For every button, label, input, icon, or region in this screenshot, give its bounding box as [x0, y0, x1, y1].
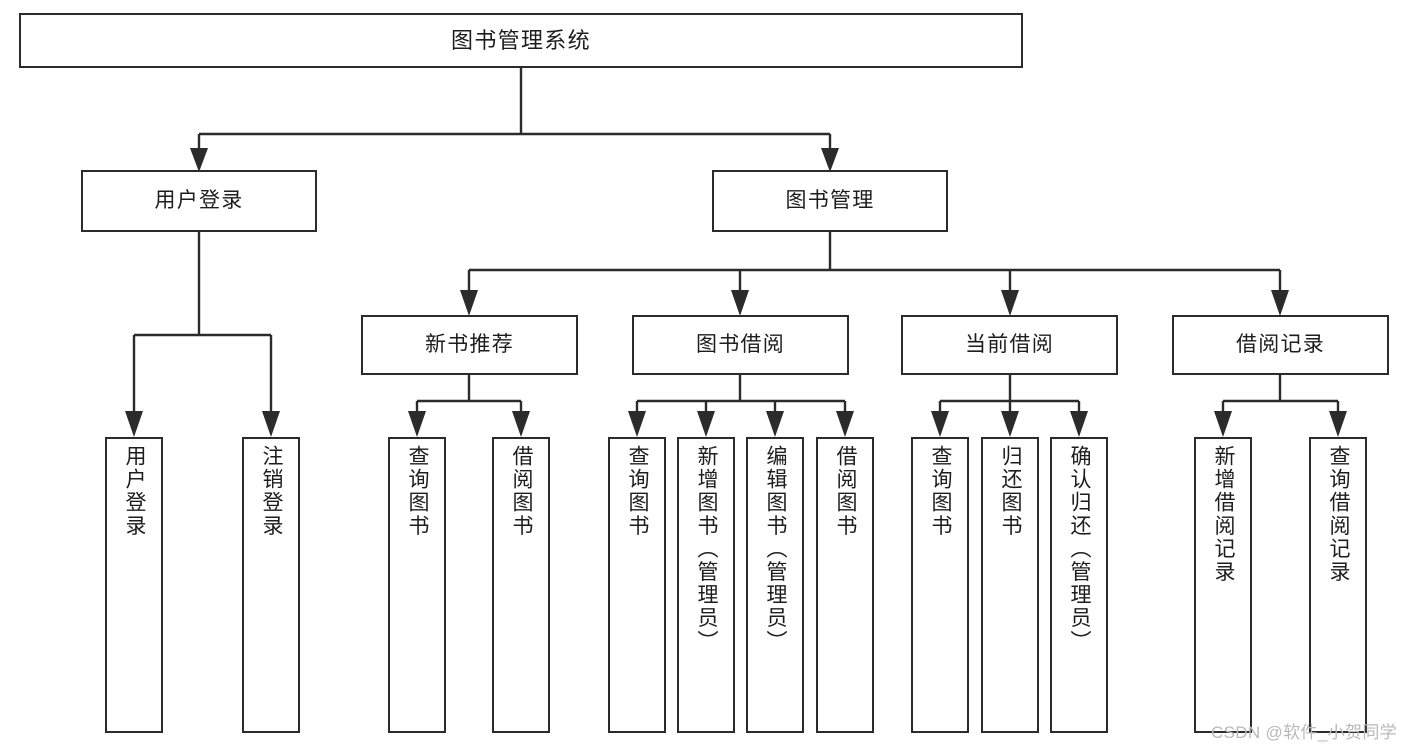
arrowhead-currentborrow-leaf-1 — [931, 411, 949, 437]
arrowhead-bookborrow-leaf-4 — [836, 411, 854, 437]
arrowhead-userlogin-leaf-1 — [125, 411, 143, 437]
node-leaf-query-borrow-record[interactable]: 查询借阅记录 — [1309, 437, 1367, 733]
arrowhead-bookborrow-leaf-2 — [697, 411, 715, 437]
node-label: 查询图书 — [406, 445, 430, 538]
node-label: 确认归还（管理员） — [1068, 445, 1092, 653]
node-label: 借阅图书 — [510, 445, 534, 538]
node-current-borrowing[interactable]: 当前借阅 — [901, 315, 1118, 375]
node-book-borrowing[interactable]: 图书借阅 — [632, 315, 849, 375]
arrowhead-currentborrow-leaf-2 — [1001, 411, 1019, 437]
node-leaf-query-book-borrow[interactable]: 查询图书 — [608, 437, 666, 733]
node-leaf-query-book-current[interactable]: 查询图书 — [911, 437, 969, 733]
arrowhead-currentborrow — [1001, 290, 1019, 316]
arrowhead-bookborrow — [731, 290, 749, 316]
node-borrowing-record[interactable]: 借阅记录 — [1172, 315, 1389, 375]
node-label: 查询图书 — [929, 445, 953, 538]
node-label: 新增借阅记录 — [1212, 445, 1236, 584]
node-new-book-recommendation[interactable]: 新书推荐 — [361, 315, 578, 375]
node-leaf-borrow-book[interactable]: 借阅图书 — [816, 437, 874, 733]
node-label: 编辑图书（管理员） — [764, 445, 788, 653]
node-leaf-add-book-admin[interactable]: 新增图书（管理员） — [677, 437, 735, 733]
node-label: 归还图书 — [999, 445, 1023, 538]
arrowhead-userlogin-leaf-2 — [262, 411, 280, 437]
node-label: 查询借阅记录 — [1327, 445, 1351, 584]
node-leaf-add-borrow-record[interactable]: 新增借阅记录 — [1194, 437, 1252, 733]
node-label: 图书管理系统 — [451, 27, 591, 53]
node-root-book-management-system[interactable]: 图书管理系统 — [19, 13, 1023, 68]
node-label: 注销登录 — [260, 445, 284, 538]
node-leaf-return-book[interactable]: 归还图书 — [981, 437, 1039, 733]
arrowhead-bookborrow-leaf-1 — [628, 411, 646, 437]
node-leaf-query-book-newbook[interactable]: 查询图书 — [388, 437, 446, 733]
arrowhead-newbook-leaf-2 — [512, 411, 530, 437]
node-leaf-logout[interactable]: 注销登录 — [242, 437, 300, 733]
arrowhead-borrowrecord-leaf-2 — [1329, 411, 1347, 437]
node-label: 借阅图书 — [834, 445, 858, 538]
arrowhead-borrowrecord-leaf-1 — [1214, 411, 1232, 437]
node-label: 图书借阅 — [695, 332, 786, 356]
watermark-text: CSDN @软件_小贺同学 — [1210, 723, 1397, 742]
node-label: 新书推荐 — [424, 332, 515, 356]
node-label: 借阅记录 — [1235, 332, 1326, 356]
arrowhead-currentborrow-leaf-3 — [1070, 411, 1088, 437]
node-leaf-user-login[interactable]: 用户登录 — [105, 437, 163, 733]
node-label: 新增图书（管理员） — [695, 445, 719, 653]
node-label: 当前借阅 — [964, 332, 1055, 356]
node-label: 用户登录 — [154, 188, 244, 212]
arrowhead-userlogin — [190, 148, 208, 172]
node-book-management[interactable]: 图书管理 — [712, 170, 948, 232]
node-user-login[interactable]: 用户登录 — [81, 170, 317, 232]
node-leaf-edit-book-admin[interactable]: 编辑图书（管理员） — [746, 437, 804, 733]
arrowhead-bookmanage — [821, 148, 839, 172]
arrowhead-bookborrow-leaf-3 — [766, 411, 784, 437]
node-leaf-confirm-return-admin[interactable]: 确认归还（管理员） — [1050, 437, 1108, 733]
node-label: 用户登录 — [123, 445, 147, 538]
node-label: 查询图书 — [626, 445, 650, 538]
arrowhead-newbook-leaf-1 — [408, 411, 426, 437]
node-leaf-borrow-book-newbook[interactable]: 借阅图书 — [492, 437, 550, 733]
arrowhead-borrowrecord — [1271, 290, 1289, 316]
arrowhead-newbook — [460, 290, 478, 316]
node-label: 图书管理 — [785, 188, 875, 212]
